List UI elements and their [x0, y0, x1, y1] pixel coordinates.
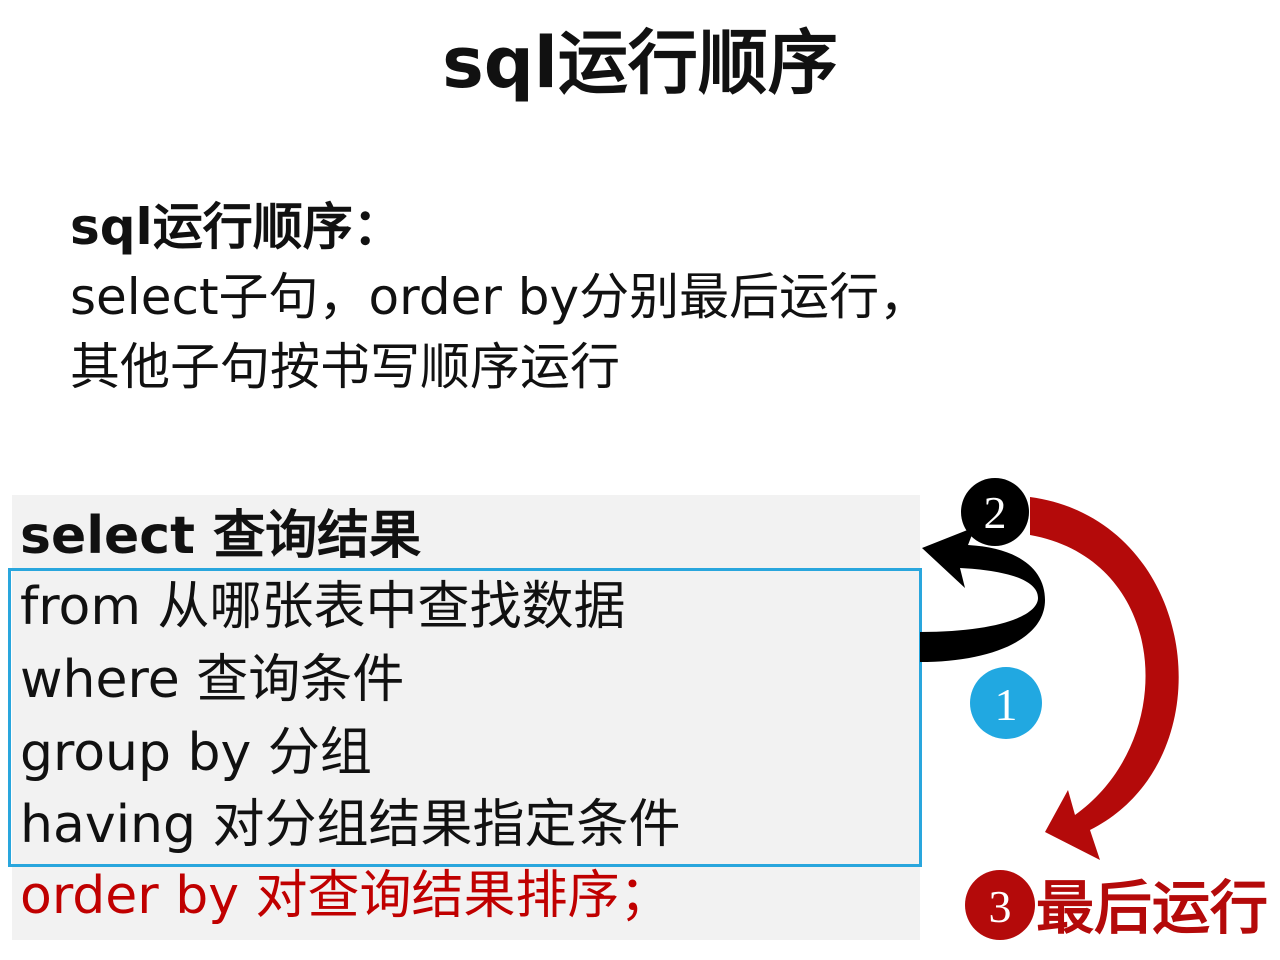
intro-text: sql运行顺序： select子句，order by分别最后运行， 其他子句按书…	[70, 192, 929, 402]
black-loop-arrow	[920, 527, 1045, 662]
page-title: sql运行顺序	[442, 22, 838, 104]
clause-having: having 对分组结果指定条件	[20, 795, 681, 855]
clause-order-by: order by 对查询结果排序；	[20, 866, 672, 926]
sequential-clauses-highlight	[8, 568, 922, 867]
step-3-badge	[965, 870, 1035, 940]
intro-heading: sql运行顺序：	[70, 198, 403, 256]
intro-line-1: select子句，order by分别最后运行，	[70, 268, 930, 326]
step-2-badge	[961, 478, 1029, 546]
step-3-label: 3	[989, 881, 1012, 932]
clause-from: from 从哪张表中查找数据	[20, 577, 626, 637]
step-1-label: 1	[995, 679, 1018, 730]
step-2-label: 2	[984, 487, 1007, 538]
intro-line-2: 其他子句按书写顺序运行	[70, 338, 620, 396]
step-1-badge	[970, 667, 1042, 739]
red-curved-arrow	[1030, 497, 1179, 860]
clause-group-by: group by 分组	[20, 723, 372, 783]
last-run-label: 最后运行	[1036, 874, 1268, 942]
clause-select: select 查询结果	[20, 506, 422, 566]
clause-where: where 查询条件	[20, 650, 405, 710]
